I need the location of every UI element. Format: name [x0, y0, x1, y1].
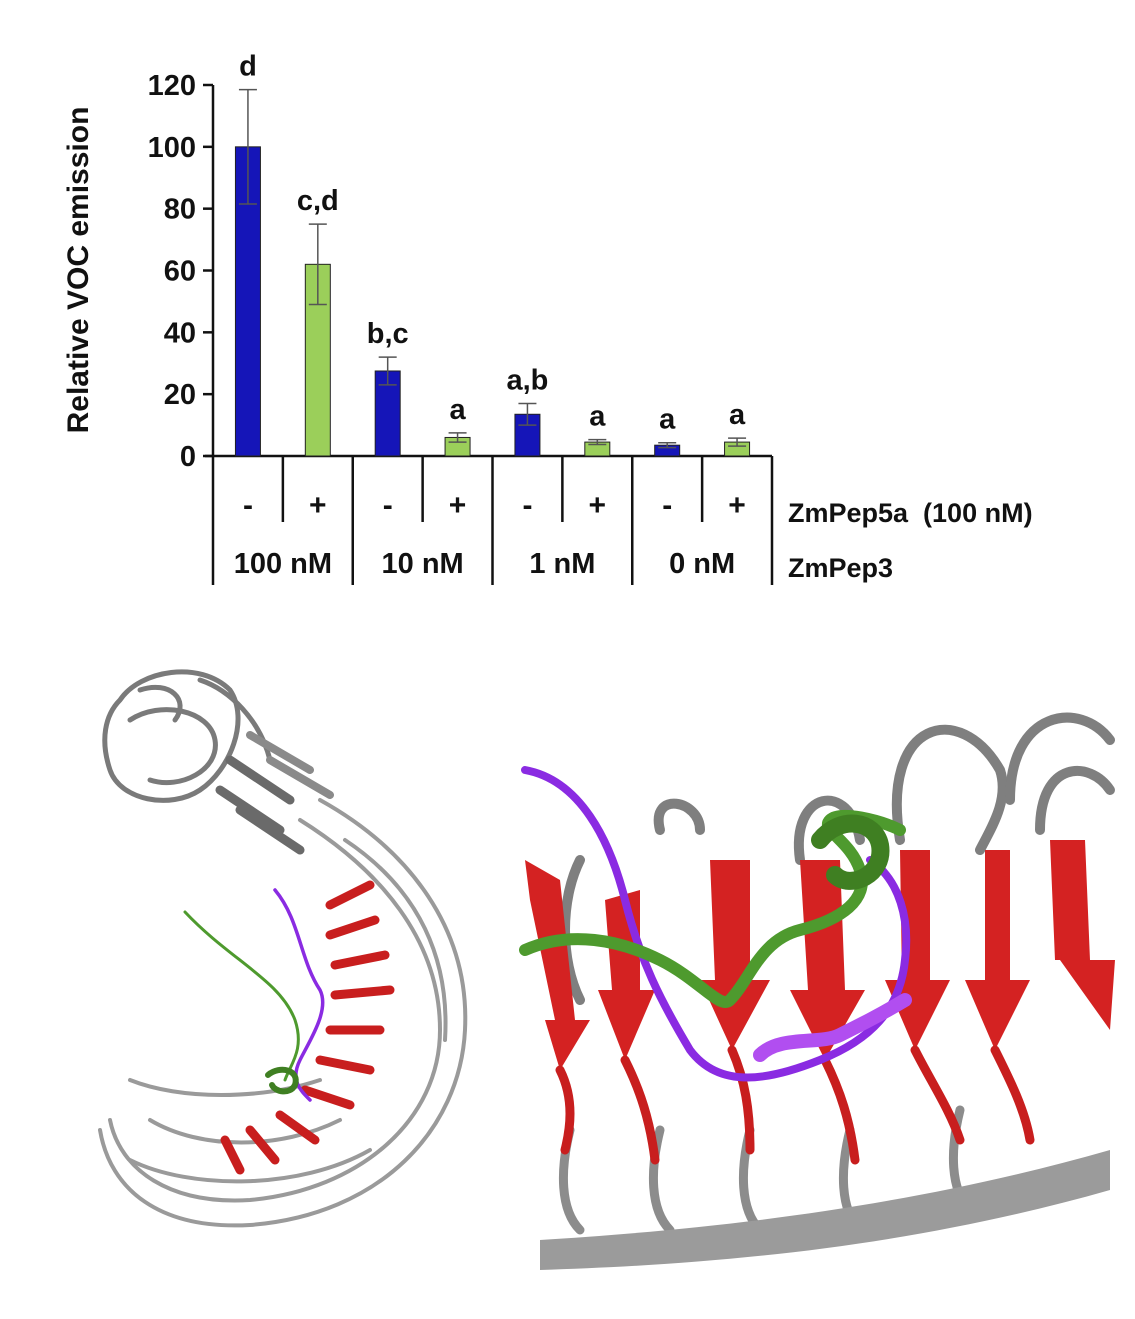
y-axis-ticks: 0 20 40 60 80 100 120 — [148, 70, 213, 473]
overview-green-helix — [265, 1066, 299, 1095]
significance-letter-3: a — [449, 394, 466, 426]
zmpep5a-sign-3: + — [449, 489, 467, 522]
zmpep5a-sign-7: + — [728, 489, 746, 522]
y-tick-label-0: 0 — [180, 441, 196, 473]
bar-chart: Relative VOC emission 0 20 40 60 80 100 120 d c… — [62, 51, 1033, 585]
zmpep3-dose-label-1: 10 nM — [382, 548, 464, 580]
closeup-gray-sheet — [540, 1150, 1110, 1270]
overview-red-strands — [220, 880, 395, 1175]
significance-letter-2: b,c — [367, 318, 409, 350]
closeup-purple-helix — [753, 993, 912, 1062]
zmpep5a-row-label: ZmPep5a (100 nM) — [788, 498, 1033, 528]
significance-letter-7: a — [729, 399, 746, 431]
overview-top-domain — [102, 669, 334, 855]
zmpep5a-sign-1: + — [309, 489, 327, 522]
zmpep5a-sign-5: + — [589, 489, 607, 522]
zmpep5a-sign-2: - — [383, 489, 393, 522]
y-axis-label: Relative VOC emission — [62, 107, 95, 434]
significance-letter-0: d — [239, 51, 257, 83]
y-tick-label-2: 40 — [164, 317, 196, 349]
zmpep3-dose-label-2: 1 nM — [529, 548, 595, 580]
bars: d c,d b,c a a,b a a a — [234, 51, 751, 457]
overview-green-peptide — [183, 910, 300, 1082]
zmpep3-dose-label-0: 100 nM — [234, 548, 332, 580]
y-tick-label-4: 80 — [164, 194, 196, 226]
y-tick-label-5: 100 — [148, 132, 196, 164]
protein-closeup-structure — [519, 712, 1115, 1270]
closeup-purple-peptide — [521, 766, 911, 1082]
treatment-table: 100 nM 10 nM 1 nM 0 nM - + - + - + - + — [211, 456, 774, 585]
protein-overview-structure — [98, 669, 468, 1228]
y-tick-label-6: 120 — [148, 70, 196, 102]
y-tick-label-3: 60 — [164, 256, 196, 288]
zmpep5a-sign-4: - — [522, 489, 532, 522]
zmpep3-row-label: ZmPep3 — [788, 553, 893, 583]
significance-letter-1: c,d — [297, 185, 339, 217]
zmpep5a-sign-0: - — [243, 489, 253, 522]
closeup-red-tails — [555, 1045, 1035, 1165]
zmpep5a-sign-6: - — [662, 489, 672, 522]
significance-letter-4: a,b — [506, 364, 548, 396]
overview-lrr-arc — [98, 798, 468, 1228]
closeup-green-helix — [811, 814, 890, 890]
significance-letter-6: a — [659, 404, 676, 436]
y-tick-label-1: 20 — [164, 379, 196, 411]
significance-letter-5: a — [589, 401, 606, 433]
zmpep3-dose-label-3: 0 nM — [669, 548, 735, 580]
